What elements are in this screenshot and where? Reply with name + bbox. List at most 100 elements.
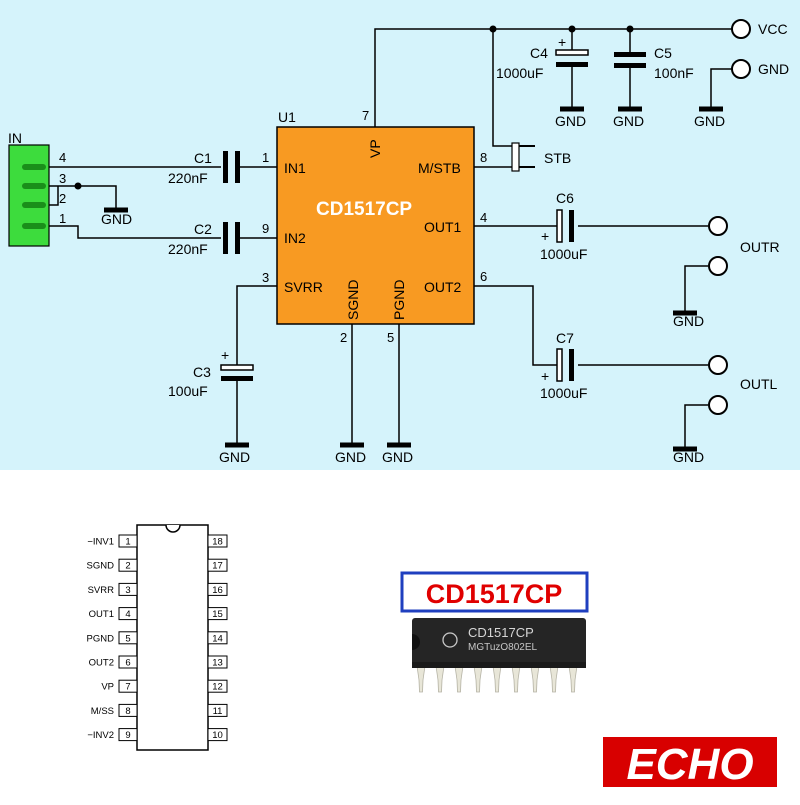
pin-num-pgnd: 5 [387, 330, 394, 345]
wire-stb [492, 29, 512, 147]
chip-notch [412, 634, 421, 650]
pinout-left-pin-number: 9 [125, 730, 130, 741]
chip-leg [473, 665, 483, 693]
wire-outl-gnd [684, 404, 708, 447]
pinout-right-pin-number: 13 [212, 658, 223, 669]
c2-plate-b [235, 222, 240, 254]
gnd-label-outl: GND [673, 449, 704, 465]
pin-name-svrr: SVRR [284, 279, 323, 295]
pinout-right-pin-number: 18 [212, 537, 223, 548]
chip-leg [568, 665, 578, 693]
c5-value: 100nF [654, 65, 694, 81]
pinout-left-pin-number: 3 [125, 585, 130, 596]
pinout-left-pin-name: M/SS [91, 706, 114, 717]
c2-ref: C2 [194, 221, 212, 237]
c4-value: 1000uF [496, 65, 543, 81]
terminal-outr-gnd [708, 256, 728, 276]
wire-svrr [236, 285, 277, 365]
pinout-right-pin-number: 15 [212, 609, 223, 620]
pinout-right-pin-box [207, 558, 228, 572]
pinout-left-pin-name: SGND [87, 561, 115, 572]
capacitor-c4: + C4 1000uF [496, 34, 589, 81]
c1-value: 220nF [168, 170, 208, 186]
pin-num-in2: 9 [262, 221, 269, 236]
c1-plate-a [223, 151, 228, 183]
pinout-left-pin-box [118, 679, 138, 693]
pinout-right-pin-box [207, 631, 228, 645]
pinout-right-pin-box [207, 607, 228, 621]
pinout-left-pins: 1−INV12SGND3SVRR4OUT15PGND6OUT27VP8M/SS9… [87, 534, 138, 742]
c7-ref: C7 [556, 330, 574, 346]
pinout-left-pin-name: OUT1 [89, 609, 114, 620]
capacitor-c5: C5 100nF [614, 45, 694, 81]
pinout-right-pin-box [207, 728, 228, 742]
pin-num-out2: 6 [480, 269, 487, 284]
connector-contact-4 [22, 164, 46, 170]
pinout-right-pin-number: 10 [212, 730, 223, 741]
junctions [74, 25, 634, 190]
pinout-left-pin-name: SVRR [88, 585, 115, 596]
terminal-outl-signal [708, 355, 728, 375]
pinout-right-pin-box [207, 582, 228, 596]
pin-num-svrr: 3 [262, 270, 269, 285]
c3-ref: C3 [193, 364, 211, 380]
pinout-left-pin-number: 5 [125, 633, 130, 644]
c4-plate-neg [556, 62, 588, 67]
junction-c5 [626, 25, 634, 33]
pinout-notch [165, 524, 181, 533]
pinout-left-pin-number: 6 [125, 658, 130, 669]
c3-plate-pos [220, 364, 254, 371]
pinout-left-pin-box [118, 631, 138, 645]
pin-name-in2: IN2 [284, 230, 306, 246]
c3-plate-neg [221, 376, 253, 381]
connector-pin-4: 4 [59, 150, 66, 165]
chip-marking-1: CD1517CP [468, 625, 534, 640]
pinout-right-pin-box [207, 534, 228, 548]
capacitor-c1: C1 220nF [168, 150, 240, 186]
pinout-left-pin-box [118, 728, 138, 742]
pinout-left-pin-name: −INV2 [87, 730, 114, 741]
stb-switch: STB [511, 142, 571, 172]
pin-name-out2: OUT2 [424, 279, 462, 295]
pinout-body [136, 524, 209, 751]
chip-title-box [400, 571, 589, 613]
gnd-label-c3: GND [219, 449, 250, 465]
c5-ref: C5 [654, 45, 672, 61]
terminals [708, 19, 751, 415]
pinout-left-pin-number: 1 [125, 537, 130, 548]
pinout-right-pin-number: 14 [212, 633, 223, 644]
pinout-diagram: 1−INV12SGND3SVRR4OUT15PGND6OUT27VP8M/SS9… [87, 524, 228, 751]
junction-c4 [568, 25, 576, 33]
ic-body [276, 126, 475, 325]
capacitor-c6: C6 + 1000uF [540, 190, 587, 262]
c7-plate-neg [569, 349, 574, 381]
pinout-left-pin-number: 4 [125, 609, 130, 620]
stb-label: STB [544, 150, 571, 166]
chip-leg [454, 665, 464, 693]
gnd-label-connector: GND [101, 211, 132, 227]
gnd-terminal-label: GND [758, 61, 789, 77]
chip-leg [530, 665, 540, 693]
gnd-label-sgnd: GND [335, 449, 366, 465]
wire-conn-pin1 [33, 225, 221, 239]
terminal-outr-signal [708, 216, 728, 236]
junction-connector [74, 182, 82, 190]
terminal-gnd [731, 59, 751, 79]
c5-plate-a [614, 52, 646, 57]
ic-u1: U1 CD1517CP IN1 IN2 SVRR M/STB OUT1 OUT2… [262, 108, 487, 345]
chip-photo: CD1517CP CD1517CP MGTuzO802EL [400, 571, 589, 693]
chip-legs [416, 665, 578, 693]
pin-name-in1: IN1 [284, 160, 306, 176]
echo-logo: ECHO [603, 737, 777, 789]
pinout-left-pin-name: OUT2 [89, 658, 114, 669]
connector-label: IN [8, 130, 22, 146]
c4-plate-pos [555, 49, 589, 56]
pinout-left-pin-number: 7 [125, 682, 130, 693]
pinout-left-pin-box [118, 558, 138, 572]
connector-body [8, 144, 50, 247]
chip-package-edge [412, 662, 586, 668]
chip-leg [492, 665, 502, 693]
c7-plate-pos [556, 348, 563, 382]
pinout-right-pin-number: 11 [213, 706, 223, 717]
